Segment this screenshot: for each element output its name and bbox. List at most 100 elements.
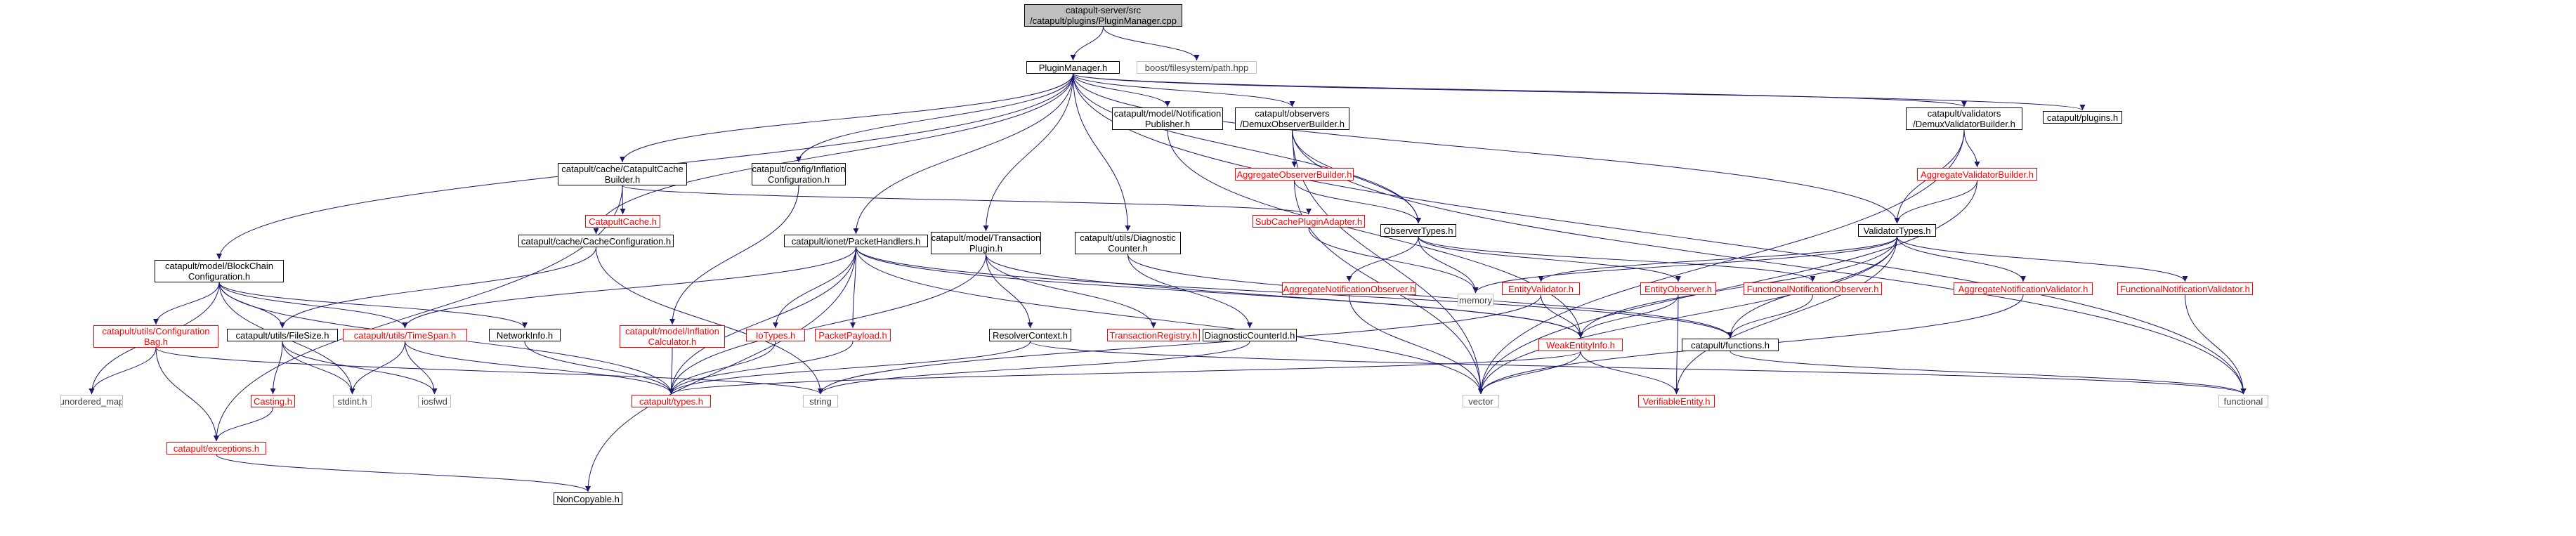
edge-pm-to-cacheconf: [593, 73, 1073, 235]
node-casting: Casting.h: [251, 395, 295, 407]
edge-pm-to-valtypes: [1073, 73, 1900, 224]
edge-pm-to-plugins: [1073, 73, 2086, 111]
edge-timespan-to-iosfwd: [405, 341, 438, 395]
node-sub-cache-plugin-adapter: SubCachePluginAdapter.h: [1253, 215, 1365, 228]
edge-resolver-to-types: [668, 341, 1031, 395]
node-stdint: stdint.h: [333, 395, 372, 407]
edge-valtypes-to-vector: [1478, 236, 1897, 395]
edge-entval-to-weinfo: [1541, 294, 1583, 339]
node-packet-payload: PacketPayload.h: [815, 329, 891, 341]
edge-filesize-to-casting: [270, 341, 283, 395]
edge-iotypes-to-types: [668, 341, 776, 395]
node-demux-observer-builder[interactable]: catapult/observers /DemuxObserverBuilder…: [1235, 107, 1349, 130]
edge-diagcounter-to-diagid: [1127, 254, 1253, 329]
edge-ccb-to-subcache: [622, 185, 1312, 215]
edge-exceptions-to-noncopy: [216, 454, 591, 492]
edge-pkth-to-pktpayload: [850, 247, 856, 329]
node-entity-validator: EntityValidator.h: [1502, 282, 1580, 295]
edge-valtypes-to-funcnotval: [1897, 236, 2188, 282]
edge-txplugin-to-resolver: [986, 254, 1033, 329]
node-file-size[interactable]: catapult/utils/FileSize.h: [227, 329, 338, 341]
node-validator-types[interactable]: ValidatorTypes.h: [1858, 224, 1936, 237]
node-plugin-manager-cpp[interactable]: catapult-server/src /catapult/plugins/Pl…: [1024, 4, 1182, 27]
edge-weinfo-to-types: [668, 351, 1581, 395]
edge-txplugin-to-txreg: [986, 254, 1156, 329]
edge-aggobsb-to-obstypes: [1294, 180, 1421, 224]
edge-pktpayload-to-types: [668, 341, 854, 395]
node-memory: memory: [1458, 294, 1493, 306]
edge-valtypes-to-memory: [1472, 236, 1897, 294]
edge-confbag-to-exceptions: [155, 347, 219, 442]
edge-diagid-to-string: [818, 341, 1250, 395]
node-inflation-configuration[interactable]: catapult/config/Inflation Configuration.…: [752, 163, 846, 185]
edge-pm-to-diagcounter: [1073, 73, 1131, 232]
edge-valtypes-to-entval: [1538, 236, 1897, 282]
edge-entobs-to-weinfo: [1578, 294, 1679, 339]
node-resolver-context[interactable]: ResolverContext.h: [989, 329, 1071, 341]
node-network-info[interactable]: NetworkInfo.h: [489, 329, 561, 341]
node-catapult-cache-builder[interactable]: catapult/cache/CatapultCache Builder.h: [558, 163, 687, 185]
node-entity-observer: EntityObserver.h: [1640, 282, 1716, 295]
node-aggregate-observer-builder: AggregateObserverBuilder.h: [1235, 168, 1354, 181]
edge-aggvalb-to-vector: [1478, 180, 1977, 395]
edge-aggnotobs-to-vector: [1349, 294, 1484, 395]
node-catapult-exceptions: catapult/exceptions.h: [166, 442, 266, 455]
edge-obstypes-to-aggnotobs: [1346, 236, 1419, 282]
node-plugin-manager-h[interactable]: PluginManager.h: [1026, 61, 1120, 74]
edge-obstypes-to-memory: [1418, 236, 1479, 294]
node-verifiable-entity: VerifiableEntity.h: [1638, 395, 1715, 407]
edge-weinfo-to-vector: [1478, 351, 1581, 395]
edge-valtypes-to-verent: [1673, 236, 1897, 395]
edge-valtypes-to-aggnotval: [1897, 236, 2026, 282]
node-iosfwd: iosfwd: [418, 395, 451, 407]
edge-diagcounter-to-catfuncs: [1127, 254, 1733, 339]
edge-cacheconf-to-string: [596, 247, 823, 395]
edge-demuxobs-to-obstypes: [1292, 129, 1421, 224]
edge-resolver-to-functional: [1030, 341, 2247, 395]
edge-demuxobs-to-functional: [1292, 129, 2247, 395]
edge-pkth-to-timespan: [402, 247, 856, 329]
node-notification-publisher[interactable]: catapult/model/Notification Publisher.h: [1112, 107, 1223, 130]
edge-subcache-to-memory: [1308, 227, 1479, 294]
node-diagnostic-counter-id[interactable]: DiagnosticCounterId.h: [1203, 329, 1297, 341]
node-functional-notification-validator: FunctionalNotificationValidator.h: [2117, 282, 2253, 295]
edge-obstypes-to-entobs: [1418, 236, 1681, 282]
edge-netinfo-to-types: [524, 341, 674, 395]
node-block-chain-configuration[interactable]: catapult/model/BlockChain Configuration.…: [155, 260, 284, 282]
edge-funcnotval-to-functional: [2185, 294, 2247, 395]
edge-demuxval-to-aggvalb: [1963, 129, 1980, 168]
node-non-copyable[interactable]: NonCopyable.h: [554, 492, 622, 505]
edge-root-to-boostfs: [1103, 26, 1200, 61]
edge-pm-to-obstypes: [1073, 73, 1421, 224]
node-weak-entity-info: WeakEntityInfo.h: [1538, 339, 1623, 351]
node-configuration-bag: catapult/utils/Configuration Bag.h: [93, 325, 218, 348]
edge-cacheconf-to-filesize: [280, 247, 596, 329]
node-packet-handlers[interactable]: catapult/ionet/PacketHandlers.h: [784, 235, 928, 247]
node-plugins-h[interactable]: catapult/plugins.h: [2043, 111, 2122, 124]
node-boost-filesystem-path: boost/filesystem/path.hpp: [1137, 61, 1257, 74]
edge-filesize-to-stdint: [282, 341, 355, 395]
edge-catfuncs-to-functional: [1730, 351, 2247, 395]
node-transaction-registry: TransactionRegistry.h: [1107, 329, 1200, 341]
edge-bcc-to-timespan: [218, 282, 408, 329]
edge-pm-to-txplugin: [983, 73, 1073, 232]
node-catapult-types: catapult/types.h: [632, 395, 711, 407]
node-observer-types[interactable]: ObserverTypes.h: [1380, 224, 1456, 237]
node-cache-configuration[interactable]: catapult/cache/CacheConfiguration.h: [518, 235, 674, 247]
edge-funcnotobs-to-catfuncs: [1727, 294, 1813, 339]
node-transaction-plugin[interactable]: catapult/model/Transaction Plugin.h: [931, 232, 1041, 254]
node-catapult-functions[interactable]: catapult/functions.h: [1682, 339, 1779, 351]
node-vector: vector: [1463, 395, 1499, 407]
edge-entobs-to-verent: [1673, 294, 1680, 395]
node-aggregate-validator-builder: AggregateValidatorBuilder.h: [1917, 168, 2037, 181]
edge-inflconf-to-inflcalc: [669, 185, 799, 325]
node-io-types: IoTypes.h: [746, 329, 805, 341]
node-diagnostic-counter[interactable]: catapult/utils/Diagnostic Counter.h: [1075, 232, 1181, 254]
edge-demuxval-to-vector: [1478, 129, 1965, 395]
edge-bcc-to-confbag: [153, 282, 220, 325]
edge-bcc-to-netinfo: [218, 282, 528, 329]
edge-pkth-to-vector: [856, 247, 1484, 395]
edge-pm-to-functional: [1073, 73, 2247, 395]
edge-timespan-to-stdint: [349, 341, 405, 395]
node-demux-validator-builder[interactable]: catapult/validators /DemuxValidatorBuild…: [1906, 107, 2022, 130]
